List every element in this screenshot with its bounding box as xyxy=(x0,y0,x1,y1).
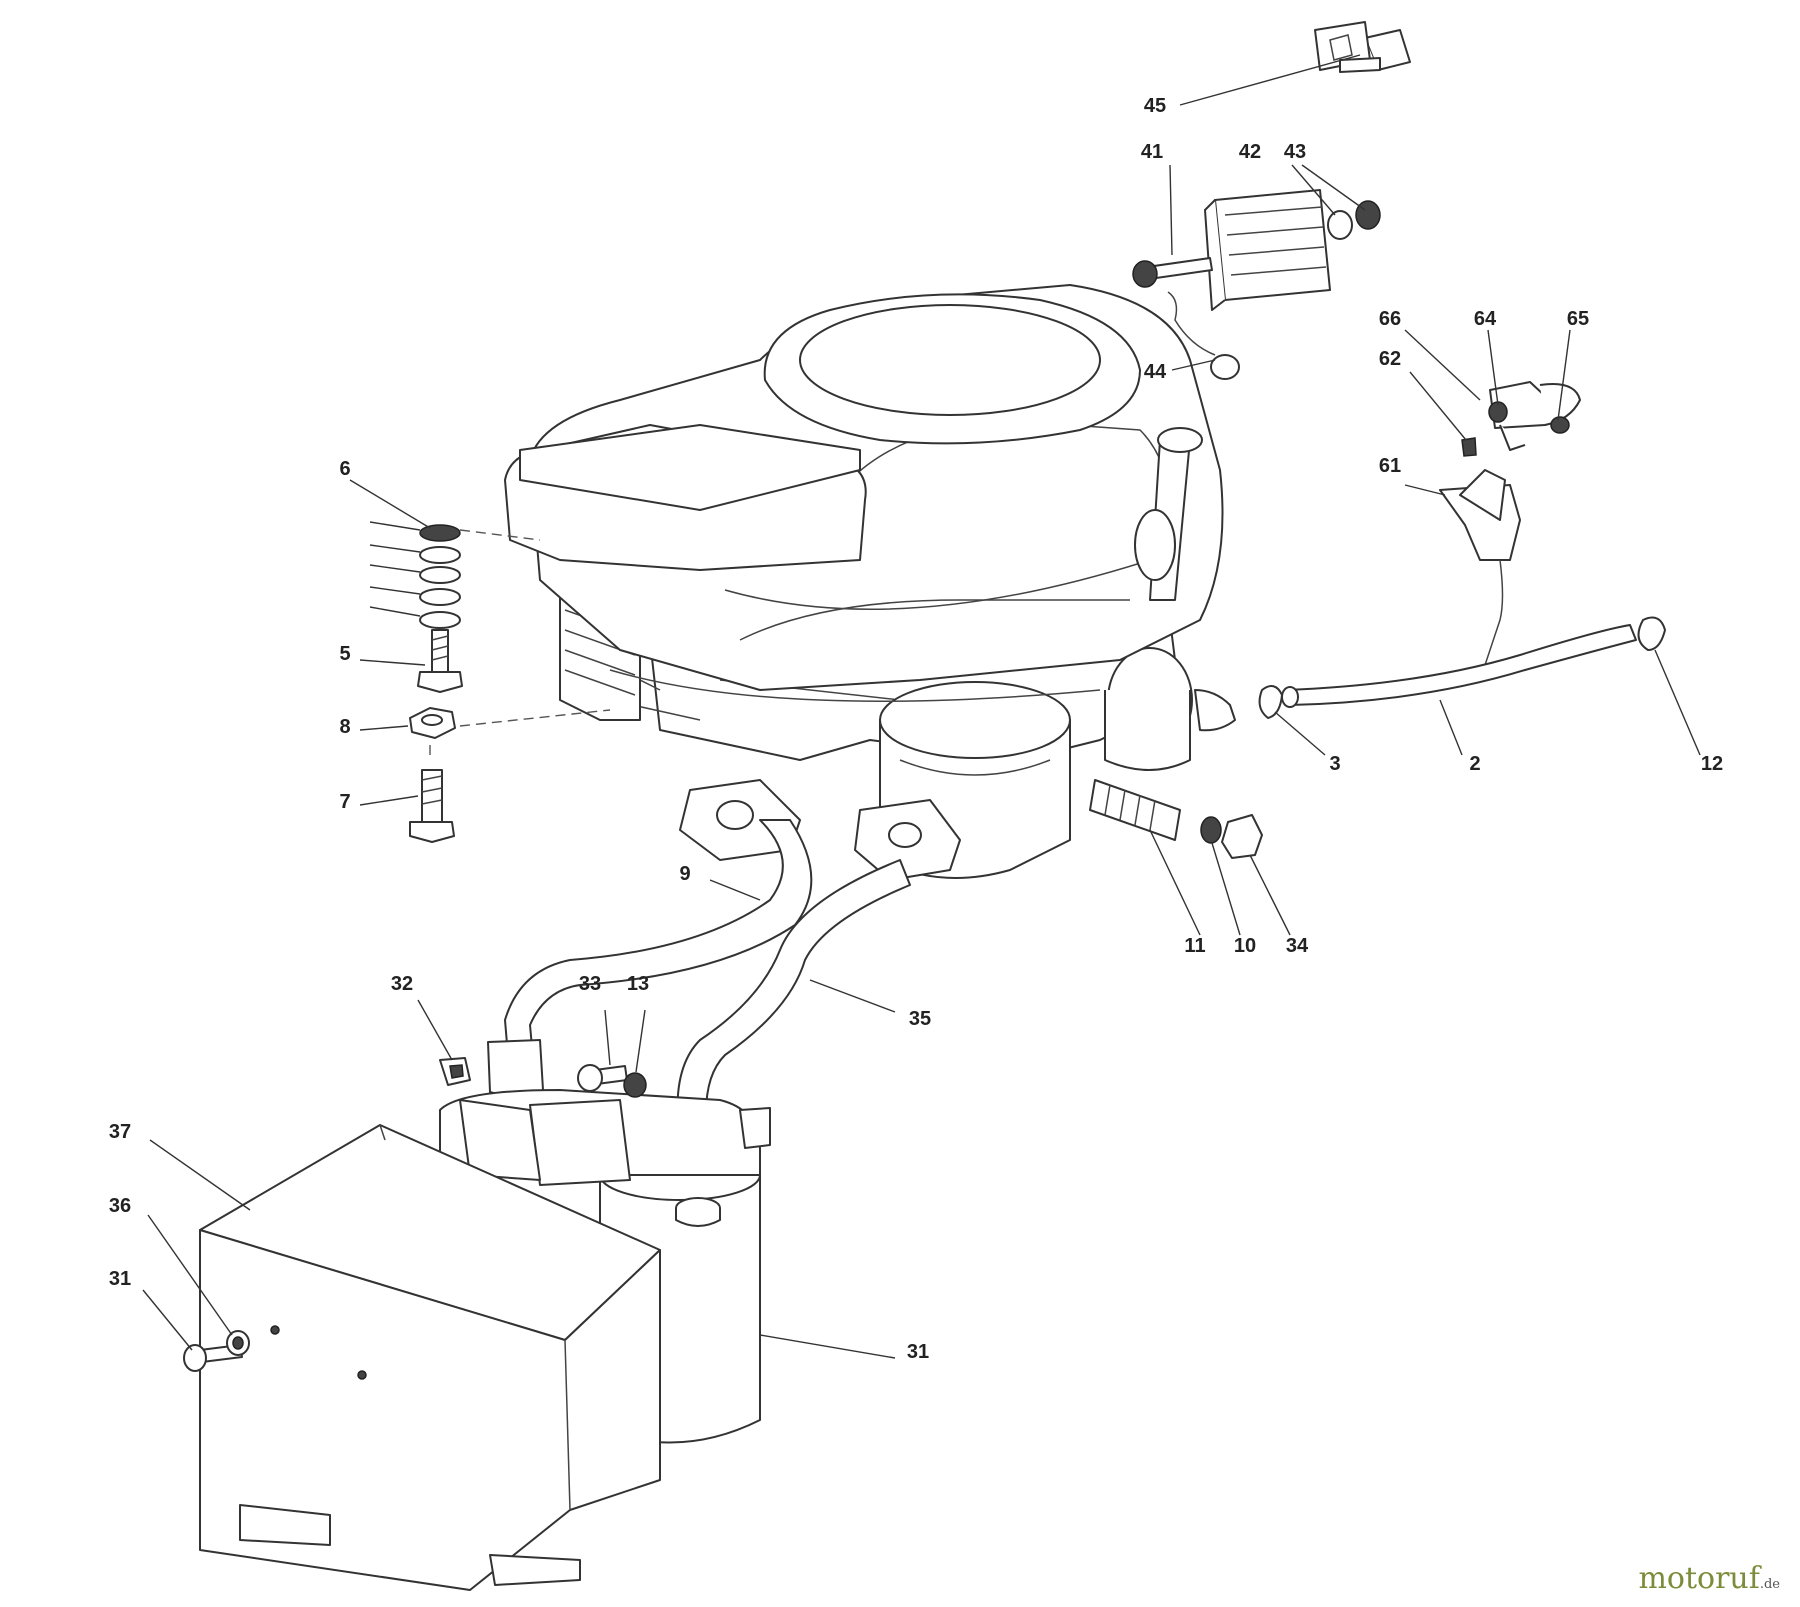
fuel-solenoid xyxy=(1488,381,1581,451)
nuts-42-43 xyxy=(1327,200,1381,240)
callout-2: 2 xyxy=(1469,753,1480,775)
callout-12: 9 xyxy=(679,863,690,885)
callout-34: 32 xyxy=(391,973,413,995)
fuel-hose-2 xyxy=(1281,624,1637,708)
callout-66: 66 xyxy=(1379,308,1401,330)
bolt-5 xyxy=(417,629,463,693)
clamp-3-left xyxy=(1258,685,1283,719)
callout-41: 41 xyxy=(1141,141,1163,163)
callout-42: 42 xyxy=(1239,141,1261,163)
washer-33 xyxy=(623,1072,647,1098)
callout-9: 11 xyxy=(1184,935,1205,957)
engine xyxy=(504,284,1236,881)
bolt-7 xyxy=(409,769,455,843)
callout-6: 6 xyxy=(339,458,350,480)
callout-3-left: 3 xyxy=(1329,753,1340,775)
voltage-regulator xyxy=(1204,189,1331,311)
nut-8 xyxy=(409,707,611,760)
callout-5: 5 xyxy=(339,643,350,665)
watermark-brand: motoruf xyxy=(1638,1561,1760,1596)
callout-31: 31 xyxy=(907,1341,929,1363)
callout-61: 61 xyxy=(1379,455,1401,477)
drain-plug xyxy=(1089,779,1263,859)
leader-lines xyxy=(142,54,1701,1359)
washers-6 xyxy=(369,521,541,629)
callout-62: 62 xyxy=(1379,348,1401,370)
wire-44 xyxy=(1167,291,1240,380)
screw-62 xyxy=(1461,437,1477,457)
clamp-3-right xyxy=(1637,616,1666,651)
bolt-41 xyxy=(1132,257,1213,288)
callout-32: 33 xyxy=(579,973,601,995)
callout-3-right: 12 xyxy=(1701,753,1723,775)
callout-43: 43 xyxy=(1284,141,1306,163)
heat-shield-35 xyxy=(199,1124,661,1591)
relay-bracket xyxy=(1314,21,1381,73)
watermark-suffix: .de xyxy=(1759,1577,1780,1592)
bolt-32 xyxy=(577,1064,628,1092)
callout-36: 31 xyxy=(109,1268,131,1290)
callout-44: 44 xyxy=(1144,361,1167,383)
callout-13: 35 xyxy=(909,1008,931,1030)
callout-8: 8 xyxy=(339,716,350,738)
watermark-logo: motoruf.de xyxy=(1638,1561,1780,1596)
callout-65: 65 xyxy=(1567,308,1589,330)
fuel-tap-61 xyxy=(1439,469,1521,681)
washer-37 xyxy=(226,1330,250,1356)
clip-34 xyxy=(439,1057,471,1086)
callout-64: 64 xyxy=(1474,308,1497,330)
callout-35: 37 xyxy=(109,1121,131,1143)
callout-10: 34 xyxy=(1286,935,1309,957)
exhaust-pipe-12 xyxy=(487,819,813,1097)
callout-37: 36 xyxy=(109,1195,131,1217)
callouts: 45 41 42 43 44 66 64 65 62 61 6 5 8 7 3 … xyxy=(109,95,1723,1363)
callout-11: 10 xyxy=(1234,935,1256,957)
callout-33: 13 xyxy=(627,973,649,995)
callout-7: 7 xyxy=(339,791,350,813)
callout-45: 45 xyxy=(1144,95,1166,117)
